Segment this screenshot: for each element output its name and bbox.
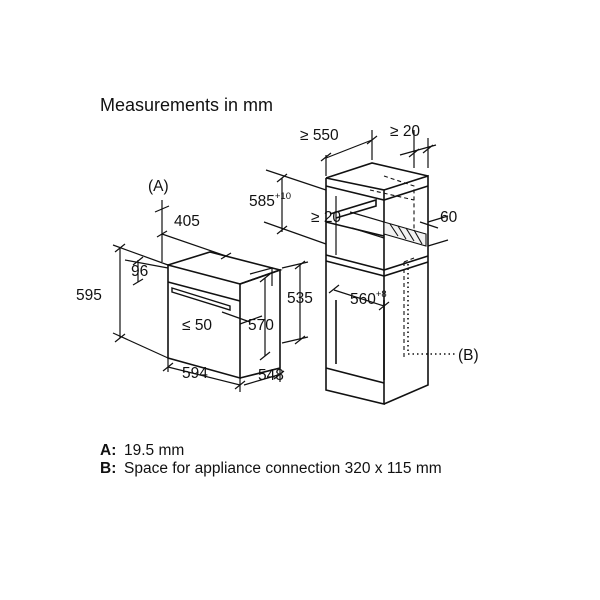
diagram-title: Measurements in mm bbox=[100, 95, 274, 115]
cabinet-oven-shelf bbox=[325, 254, 429, 277]
cabinet-top bbox=[325, 162, 429, 179]
label-inner-height-570: 570 bbox=[248, 317, 274, 334]
oven-control-panel bbox=[167, 281, 241, 302]
label-width-594: 594 bbox=[182, 365, 208, 382]
label-niche-height-585: 585+10 bbox=[249, 191, 291, 210]
label-oven-depth-405: 405 bbox=[174, 213, 200, 230]
label-a-marker: (A) bbox=[148, 178, 169, 195]
legend-item-b: B: Space for appliance connection 320 x … bbox=[100, 460, 464, 478]
cabinet-right-side bbox=[383, 174, 429, 405]
label-niche-width-560: 560+8 bbox=[350, 289, 387, 308]
label-depth-548: 548 bbox=[258, 367, 284, 384]
vent-opening bbox=[383, 221, 427, 247]
legend-key: B: bbox=[100, 460, 117, 477]
oven-door-handle bbox=[171, 287, 231, 311]
cabinet-dimensions bbox=[263, 130, 449, 311]
legend-item-a: A: 19.5 mm bbox=[100, 442, 464, 460]
legend-text: Space for appliance connection 320 x 115… bbox=[124, 460, 442, 477]
legend-text: 19.5 mm bbox=[124, 442, 185, 459]
connection-space-leader bbox=[407, 264, 456, 355]
oven-dimensions bbox=[112, 200, 309, 392]
label-niche-depth-550: ≥ 550 bbox=[300, 127, 339, 144]
oven-drawing bbox=[167, 251, 283, 380]
cabinet-hidden-lines bbox=[369, 175, 415, 360]
oven-side-face bbox=[239, 268, 281, 379]
label-total-height-595: 595 bbox=[76, 287, 102, 304]
legend: A: 19.5 mm B: Space for appliance connec… bbox=[100, 442, 464, 478]
label-shelf-gap-20: ≥ 20 bbox=[311, 209, 341, 226]
label-cavity-height-535: 535 bbox=[287, 290, 313, 307]
label-vent-60: 60 bbox=[440, 209, 458, 226]
label-panel-depth-50: ≤ 50 bbox=[182, 317, 212, 334]
label-b-marker: (B) bbox=[458, 347, 479, 364]
label-panel-height-96: 96 bbox=[131, 263, 148, 280]
label-rear-gap-20: ≥ 20 bbox=[390, 123, 420, 140]
legend-key: A: bbox=[100, 442, 117, 459]
